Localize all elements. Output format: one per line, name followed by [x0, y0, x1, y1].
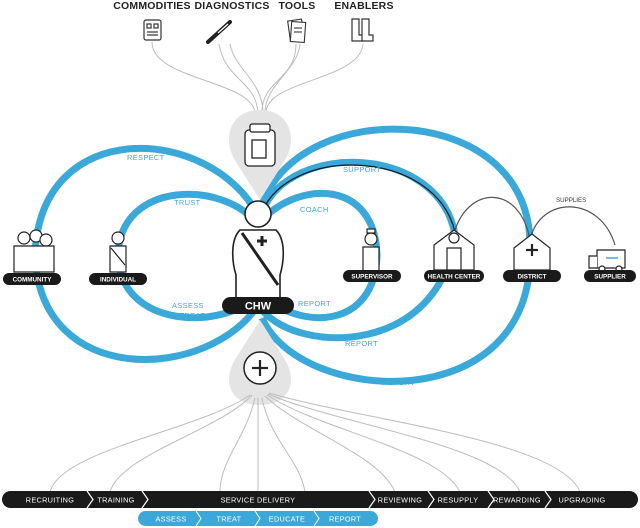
- supervisor-label: SUPERVISOR: [351, 274, 393, 281]
- community-figure: [13, 229, 55, 273]
- district-figure: [513, 233, 551, 271]
- stage-rewarding: REWARDING: [493, 496, 541, 505]
- relation-and-treat: & TREAT: [172, 311, 205, 320]
- health-center-label: HEALTH CENTER: [428, 274, 481, 281]
- commodities-box-icon: [143, 19, 162, 41]
- health-center-pill: [424, 270, 484, 282]
- individual-figure: [109, 231, 127, 273]
- kit-bag-icon: [244, 123, 276, 167]
- relation-respect: RESPECT: [127, 153, 165, 162]
- label-tools: TOOLS: [279, 0, 316, 12]
- supplier-pill: [584, 270, 636, 282]
- supply-arcs: [454, 196, 616, 246]
- individual-pill: [89, 273, 147, 285]
- chw-figure: [231, 200, 285, 299]
- chw-label: CHW: [245, 301, 272, 313]
- relation-support: SUPPORT: [343, 165, 381, 174]
- stage-service-delivery: SERVICE DELIVERY: [221, 496, 296, 505]
- supply-cables-bottom: [49, 392, 581, 493]
- step-educate: EDUCATE: [269, 515, 305, 524]
- community-pill: [3, 273, 61, 285]
- tools-papers-icon: [287, 18, 307, 44]
- stage-reviewing: REVIEWING: [378, 496, 422, 505]
- stage-recruiting: RECRUITING: [26, 496, 74, 505]
- district-label: DISTRICT: [517, 274, 546, 281]
- loop-community: [31, 144, 262, 363]
- relation-assess: ASSESS: [172, 301, 204, 310]
- step-report: REPORT: [329, 515, 361, 524]
- stage-bar: RECRUITING TRAINING SERVICE DELIVERY REV…: [2, 490, 638, 509]
- supervisor-pill: [343, 270, 401, 282]
- community-label: COMMUNITY: [13, 277, 53, 284]
- relation-report-health-center: REPORT: [345, 339, 378, 348]
- support-line: [261, 164, 456, 233]
- supplier-truck-icon: [588, 249, 626, 273]
- individual-label: INDIVIDUAL: [100, 277, 136, 284]
- relation-report-district: REPORT: [382, 378, 415, 387]
- supplier-label: SUPPLIER: [594, 274, 626, 281]
- boots-icon: [351, 18, 374, 42]
- health-center-figure: [433, 229, 475, 271]
- plus-circle-icon: [243, 351, 277, 385]
- relation-supplies: SUPPLIES: [556, 197, 586, 204]
- relation-educate: EDUCATE: [123, 354, 160, 363]
- diagnostic-test-icon: [206, 20, 232, 44]
- relation-trust: TRUST: [174, 198, 201, 207]
- relation-coach: COACH: [300, 205, 329, 214]
- label-enablers: ENABLERS: [334, 0, 393, 12]
- stage-training: TRAINING: [97, 496, 134, 505]
- stage-resupply: RESUPPLY: [438, 496, 479, 505]
- relation-instruct: INSTRUCT: [368, 125, 408, 134]
- service-steps-bar: ASSESS TREAT EDUCATE REPORT: [138, 510, 378, 527]
- step-treat: TREAT: [217, 515, 242, 524]
- relation-report-supervisor: REPORT: [298, 299, 331, 308]
- supervisor-figure: [362, 228, 380, 272]
- supply-cables-top: [151, 41, 364, 113]
- label-commodities: COMMODITIES: [113, 0, 190, 12]
- chw-pill: [222, 297, 294, 314]
- label-diagnostics: DIAGNOSTICS: [194, 0, 269, 12]
- district-pill: [503, 270, 561, 282]
- stage-upgrading: UPGRADING: [559, 496, 606, 505]
- step-assess: ASSESS: [155, 515, 186, 524]
